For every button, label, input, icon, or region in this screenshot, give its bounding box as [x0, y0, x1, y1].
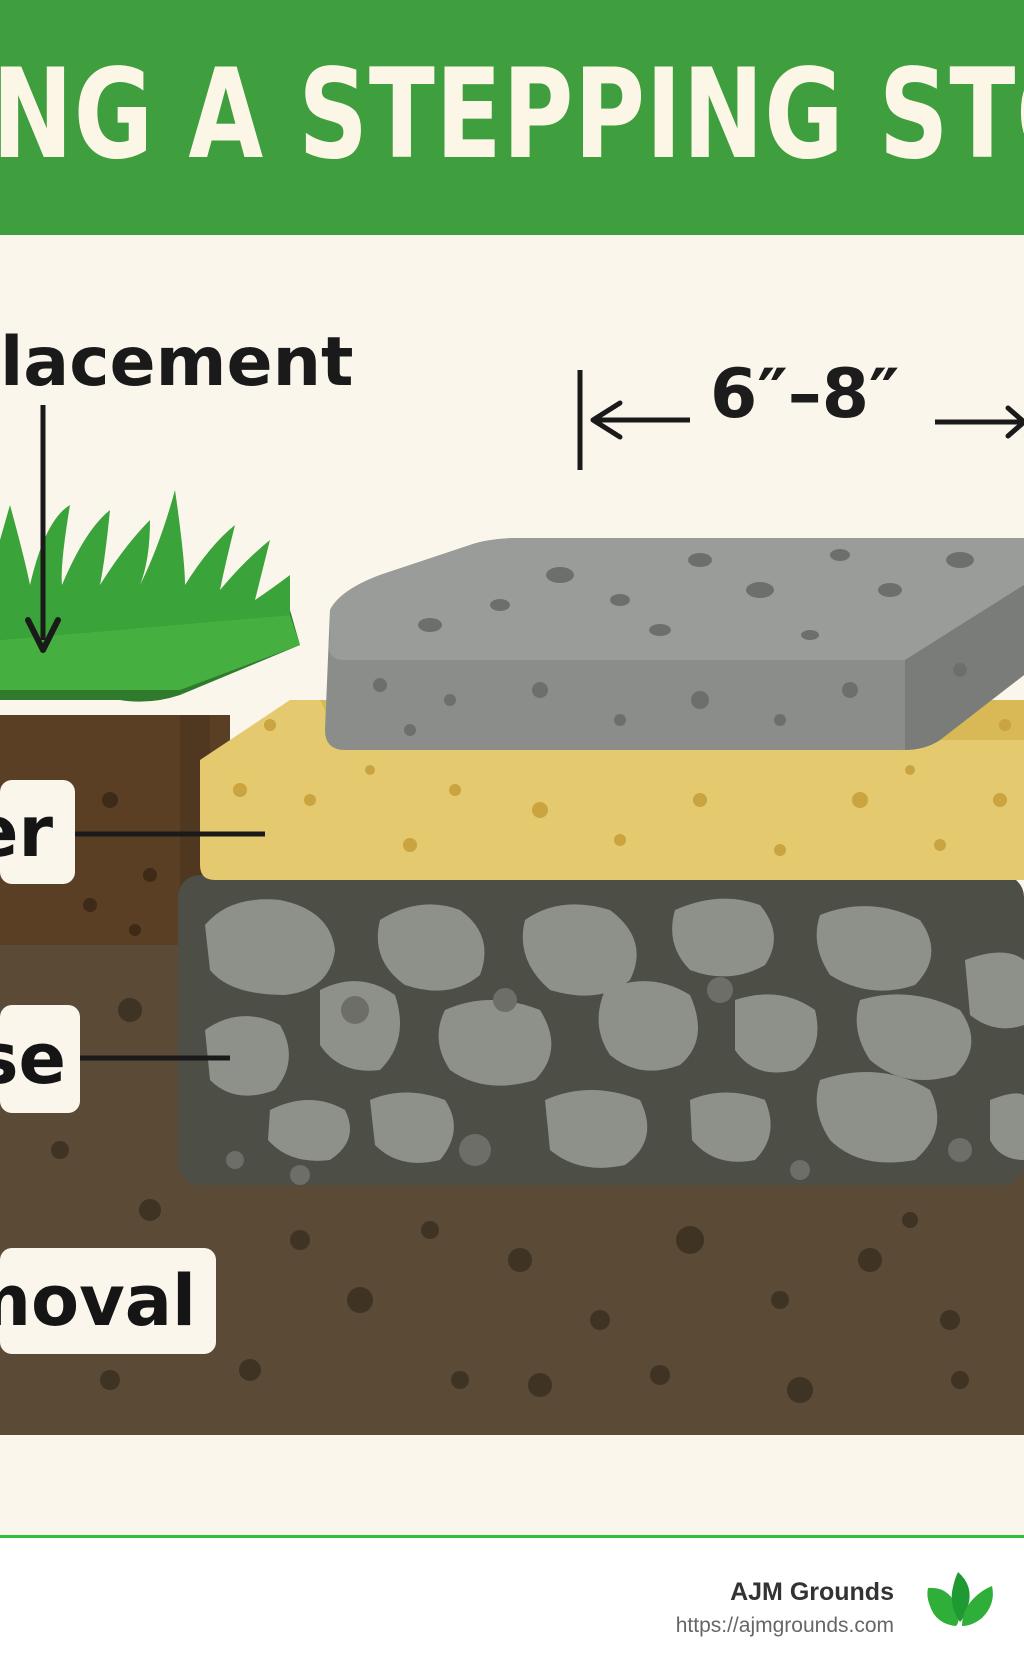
page-title: NG A STEPPING STON [0, 43, 1024, 187]
layer-label-1: er [0, 780, 75, 884]
brand-name: AJM Grounds [730, 1578, 894, 1606]
layer-label-3: moval [0, 1248, 216, 1354]
sand-grains [233, 719, 1011, 856]
layer-label-1-text: er [0, 791, 53, 873]
layer-label-2-text: se [0, 1018, 66, 1100]
dimension-label: 6″–8″ [710, 355, 899, 434]
topsoil-specks [83, 792, 157, 936]
layer-label-2: se [0, 1005, 80, 1113]
placement-label: lacement [0, 323, 354, 402]
stone-pits [373, 549, 974, 736]
footer: AJM Grounds https://ajmgrounds.com [0, 1535, 1024, 1669]
title-band: NG A STEPPING STON [0, 0, 1024, 235]
gravel-stones [205, 898, 1024, 1168]
grass-blades [0, 490, 290, 640]
cross-section-diagram: 6″–8″ [0, 355, 1024, 1435]
leaf-logo-icon [927, 1572, 993, 1626]
gravel-fines [226, 977, 972, 1185]
subsoil-specks [12, 998, 969, 1403]
brand-url[interactable]: https://ajmgrounds.com [675, 1614, 894, 1637]
layer-label-3-text: moval [0, 1260, 196, 1342]
